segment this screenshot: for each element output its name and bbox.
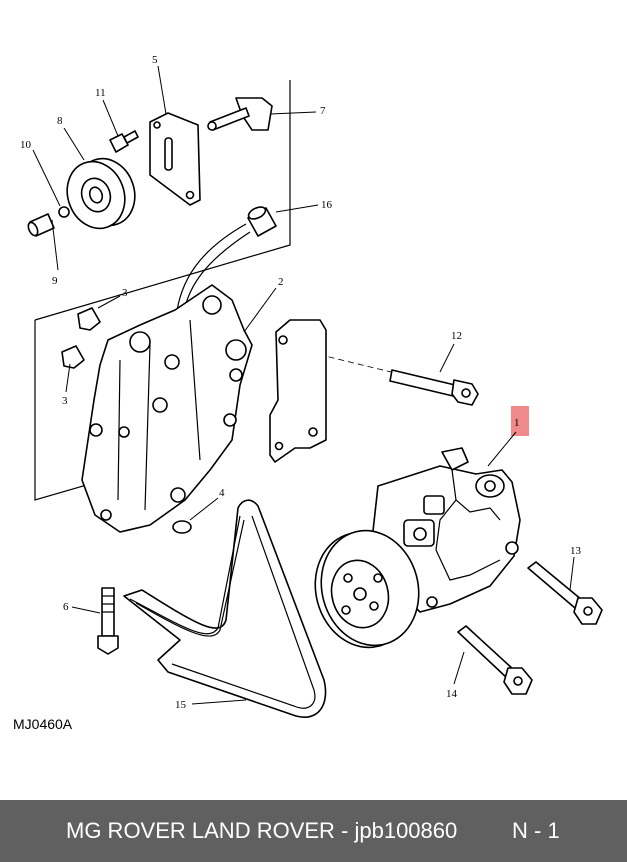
callout-label: 14 xyxy=(446,688,458,700)
part-bolt-13 xyxy=(527,561,603,625)
part-side-plate xyxy=(269,319,327,463)
callout-label: 7 xyxy=(320,105,326,117)
leader-lines xyxy=(32,65,575,705)
part-nut-upper xyxy=(77,307,101,331)
callout-label: 12 xyxy=(451,330,462,342)
part-bolt-12 xyxy=(389,369,479,406)
callout-label: 11 xyxy=(95,87,106,99)
part-drive-belt xyxy=(123,499,327,718)
part-washer xyxy=(58,206,70,218)
callout-label: 4 xyxy=(219,487,225,499)
callout-label: 10 xyxy=(20,139,32,151)
part-ac-compressor xyxy=(314,447,521,649)
parts-diagram: 1 2 3 3 4 5 6 7 8 9 10 11 12 13 14 15 16… xyxy=(13,54,603,732)
part-idler-pulley xyxy=(66,157,136,230)
part-washer-4 xyxy=(172,520,192,534)
callout-label: 1 xyxy=(514,417,520,429)
footer-bar: MG ROVER LAND ROVER - jpb100860 N - 1 xyxy=(0,800,627,862)
part-small-bolt xyxy=(109,130,139,153)
callout-label: 15 xyxy=(175,699,187,711)
callout-label: 9 xyxy=(52,275,58,287)
callout-label: 3 xyxy=(122,287,128,299)
callout-labels: 1 2 3 3 4 5 6 7 8 9 10 11 12 13 14 15 16 xyxy=(20,54,582,711)
part-bolt-14 xyxy=(457,625,533,695)
part-bolt-6 xyxy=(97,587,119,655)
wiring-harness xyxy=(175,223,247,319)
brand-part-number: MG ROVER LAND ROVER - jpb100860 xyxy=(66,818,458,843)
diagram-position: N - 1 xyxy=(512,818,560,843)
part-bracket-plate xyxy=(149,112,201,206)
callout-highlight xyxy=(511,406,529,436)
part-spacer-sleeve xyxy=(27,213,55,237)
callout-label: 3 xyxy=(62,395,68,407)
callout-label: 2 xyxy=(278,276,284,288)
part-mounting-bracket xyxy=(81,284,253,533)
callout-label: 13 xyxy=(570,545,582,557)
figure-code: MJ0460A xyxy=(13,716,73,732)
callout-label: 16 xyxy=(321,199,333,211)
part-bolt-bracket xyxy=(207,97,273,131)
part-sleeve-16 xyxy=(247,206,277,237)
part-nut-lower xyxy=(61,345,85,369)
callout-label: 5 xyxy=(152,54,158,66)
callout-label: 8 xyxy=(57,115,63,127)
callout-label: 6 xyxy=(63,601,69,613)
